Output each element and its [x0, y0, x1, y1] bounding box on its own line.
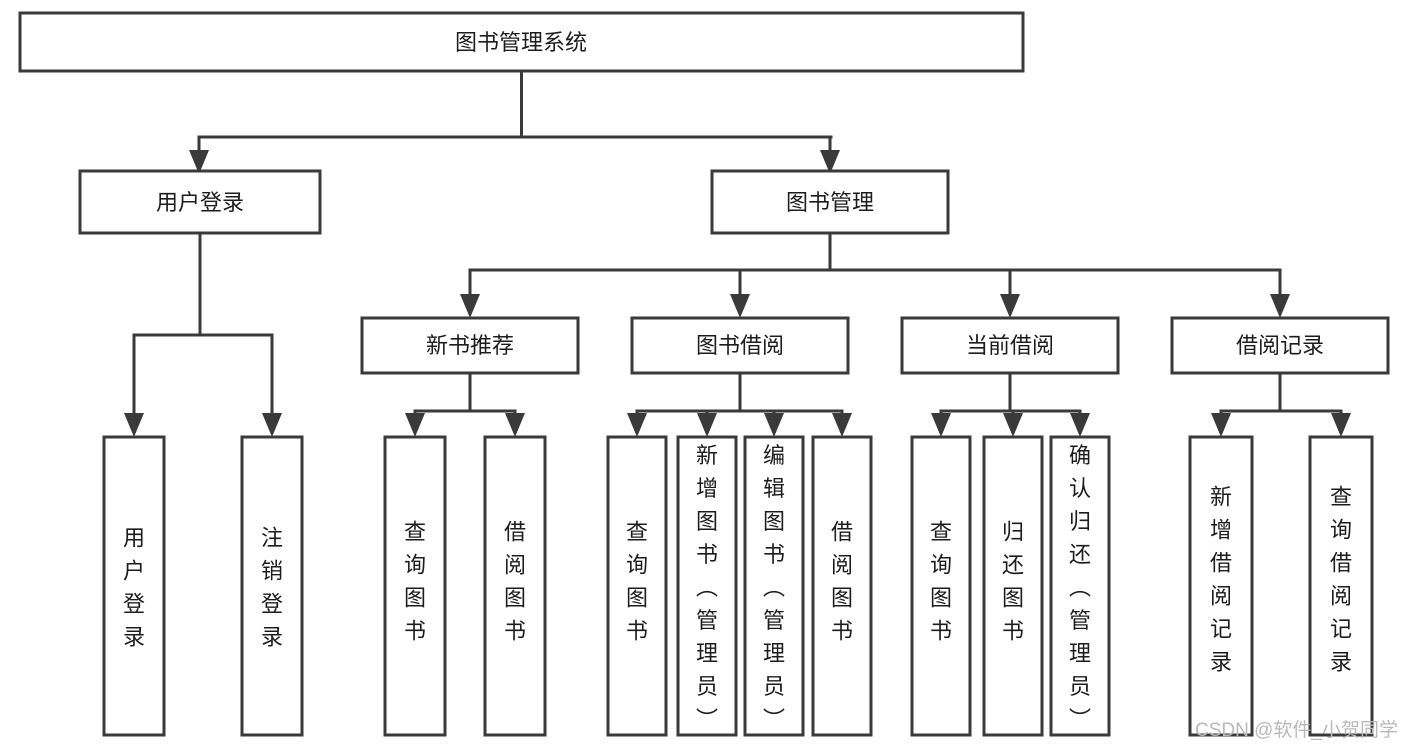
node-leaf-confirm-return-admin-box[interactable]: [1049, 435, 1111, 737]
edge-newbook-bus: [413, 371, 517, 430]
node-leaf-logout[interactable]: 注销登录: [240, 435, 304, 737]
node-current-borrowing-box[interactable]: [900, 316, 1120, 375]
edge-root-bus: [197, 69, 833, 164]
node-leaf-query-borrow-record-box[interactable]: [1308, 435, 1374, 737]
node-leaf-query-borrow-record[interactable]: 查询借阅记录: [1308, 435, 1374, 737]
node-leaf-borrow-books-box[interactable]: [811, 435, 873, 737]
arrowhead-to-l3-a: [460, 294, 480, 318]
node-root-box[interactable]: [18, 11, 1025, 73]
edge-bookmgmt-bus: [468, 231, 1282, 312]
node-borrow-records-label: 借阅记录: [1236, 333, 1324, 358]
node-leaf-query-borrow-record-label: 查询借阅记录: [1330, 485, 1352, 675]
node-leaf-confirm-return-admin-label: 确认归还︵管理员︶: [1069, 443, 1091, 732]
node-leaf-query-books-current-box[interactable]: [910, 435, 972, 737]
edge-records-bus: [1219, 371, 1343, 430]
node-root-label: 图书管理系统: [455, 30, 587, 55]
arrowhead-to-leaf-9: [931, 413, 951, 437]
node-leaf-borrow-books-label: 借阅图书: [831, 520, 853, 644]
node-leaf-user-login[interactable]: 用户登录: [102, 435, 166, 737]
node-current-borrowing[interactable]: 当前借阅: [900, 316, 1120, 375]
node-leaf-logout-box[interactable]: [240, 435, 304, 737]
node-book-management-label: 图书管理: [786, 190, 874, 215]
node-leaf-query-books-borrow-label: 查询图书: [626, 520, 648, 644]
arrowhead-to-leaf-3: [405, 413, 425, 437]
csdn-watermark: CSDN @软件_小贺同学: [1195, 719, 1398, 741]
node-leaf-logout-label: 注销登录: [261, 526, 283, 650]
edge-borrow-bus: [635, 371, 844, 430]
node-leaf-query-books-current-label: 查询图书: [930, 520, 952, 644]
node-new-book-recommendation-label: 新书推荐: [426, 333, 514, 358]
node-book-management-box[interactable]: [710, 169, 950, 235]
node-borrow-records-box[interactable]: [1170, 316, 1390, 375]
arrowhead-to-leaf-13: [1331, 413, 1351, 437]
node-user-login[interactable]: 用户登录: [78, 169, 322, 235]
node-new-book-recommendation[interactable]: 新书推荐: [360, 316, 580, 375]
node-leaf-edit-book-admin-box[interactable]: [743, 435, 805, 737]
arrowhead-to-leaf-8: [832, 413, 852, 437]
node-leaf-borrow-books-new[interactable]: 借阅图书: [483, 435, 547, 737]
arrowhead-to-leaf-11: [1070, 413, 1090, 437]
node-leaf-add-book-admin-box[interactable]: [676, 435, 738, 737]
arrowhead-to-leaf-2: [262, 413, 282, 437]
node-leaf-user-login-label: 用户登录: [123, 526, 145, 650]
node-root[interactable]: 图书管理系统: [18, 11, 1025, 73]
connector-layer: [124, 69, 1351, 437]
node-leaf-edit-book-admin[interactable]: 编辑图书︵管理员︶: [743, 435, 805, 737]
node-leaf-user-login-box[interactable]: [102, 435, 166, 737]
arrowhead-to-leaf-6: [697, 413, 717, 437]
node-leaf-add-borrow-record-label: 新增借阅记录: [1210, 485, 1232, 675]
node-leaf-add-borrow-record[interactable]: 新增借阅记录: [1188, 435, 1254, 737]
node-book-borrowing[interactable]: 图书借阅: [630, 316, 850, 375]
node-leaf-return-books[interactable]: 归还图书: [982, 435, 1044, 737]
arrowhead-to-l3-c: [1000, 294, 1020, 318]
node-leaf-query-books-borrow[interactable]: 查询图书: [606, 435, 668, 737]
arrowhead-to-leaf-4: [505, 413, 525, 437]
node-user-login-box[interactable]: [78, 169, 322, 235]
node-leaf-return-books-box[interactable]: [982, 435, 1044, 737]
node-leaf-add-borrow-record-box[interactable]: [1188, 435, 1254, 737]
node-leaf-query-books-new-label: 查询图书: [404, 520, 426, 644]
node-leaf-borrow-books-new-box[interactable]: [483, 435, 547, 737]
node-leaf-edit-book-admin-label: 编辑图书︵管理员︶: [763, 443, 785, 732]
node-leaf-add-book-admin-label: 新增图书︵管理员︶: [696, 443, 718, 732]
node-new-book-recommendation-box[interactable]: [360, 316, 580, 375]
node-leaf-return-books-label: 归还图书: [1002, 520, 1024, 644]
arrowhead-to-leaf-7: [764, 413, 784, 437]
arrowhead-to-leaf-1: [124, 413, 144, 437]
node-leaf-query-books-borrow-box[interactable]: [606, 435, 668, 737]
node-book-management[interactable]: 图书管理: [710, 169, 950, 235]
node-leaf-add-book-admin[interactable]: 新增图书︵管理员︶: [676, 435, 738, 737]
node-user-login-label: 用户登录: [156, 190, 244, 215]
arrowhead-to-leaf-5: [627, 413, 647, 437]
node-leaf-query-books-new-box[interactable]: [383, 435, 447, 737]
arrowhead-to-leaf-12: [1211, 413, 1231, 437]
arrowhead-to-leaf-10: [1003, 413, 1023, 437]
arrowhead-to-l3-d: [1270, 294, 1290, 318]
node-leaf-borrow-books-new-label: 借阅图书: [504, 520, 526, 644]
node-leaf-query-books-current[interactable]: 查询图书: [910, 435, 972, 737]
arrowhead-to-book-mgmt: [820, 150, 840, 174]
arrowhead-to-user-login: [189, 150, 209, 174]
node-leaf-confirm-return-admin[interactable]: 确认归还︵管理员︶: [1049, 435, 1111, 737]
edge-userlogin-bus: [132, 231, 274, 430]
node-book-borrowing-label: 图书借阅: [696, 333, 784, 358]
node-leaf-borrow-books[interactable]: 借阅图书: [811, 435, 873, 737]
node-book-borrowing-box[interactable]: [630, 316, 850, 375]
node-borrow-records[interactable]: 借阅记录: [1170, 316, 1390, 375]
node-current-borrowing-label: 当前借阅: [966, 333, 1054, 358]
arrowhead-to-l3-b: [730, 294, 750, 318]
node-leaf-query-books-new[interactable]: 查询图书: [383, 435, 447, 737]
